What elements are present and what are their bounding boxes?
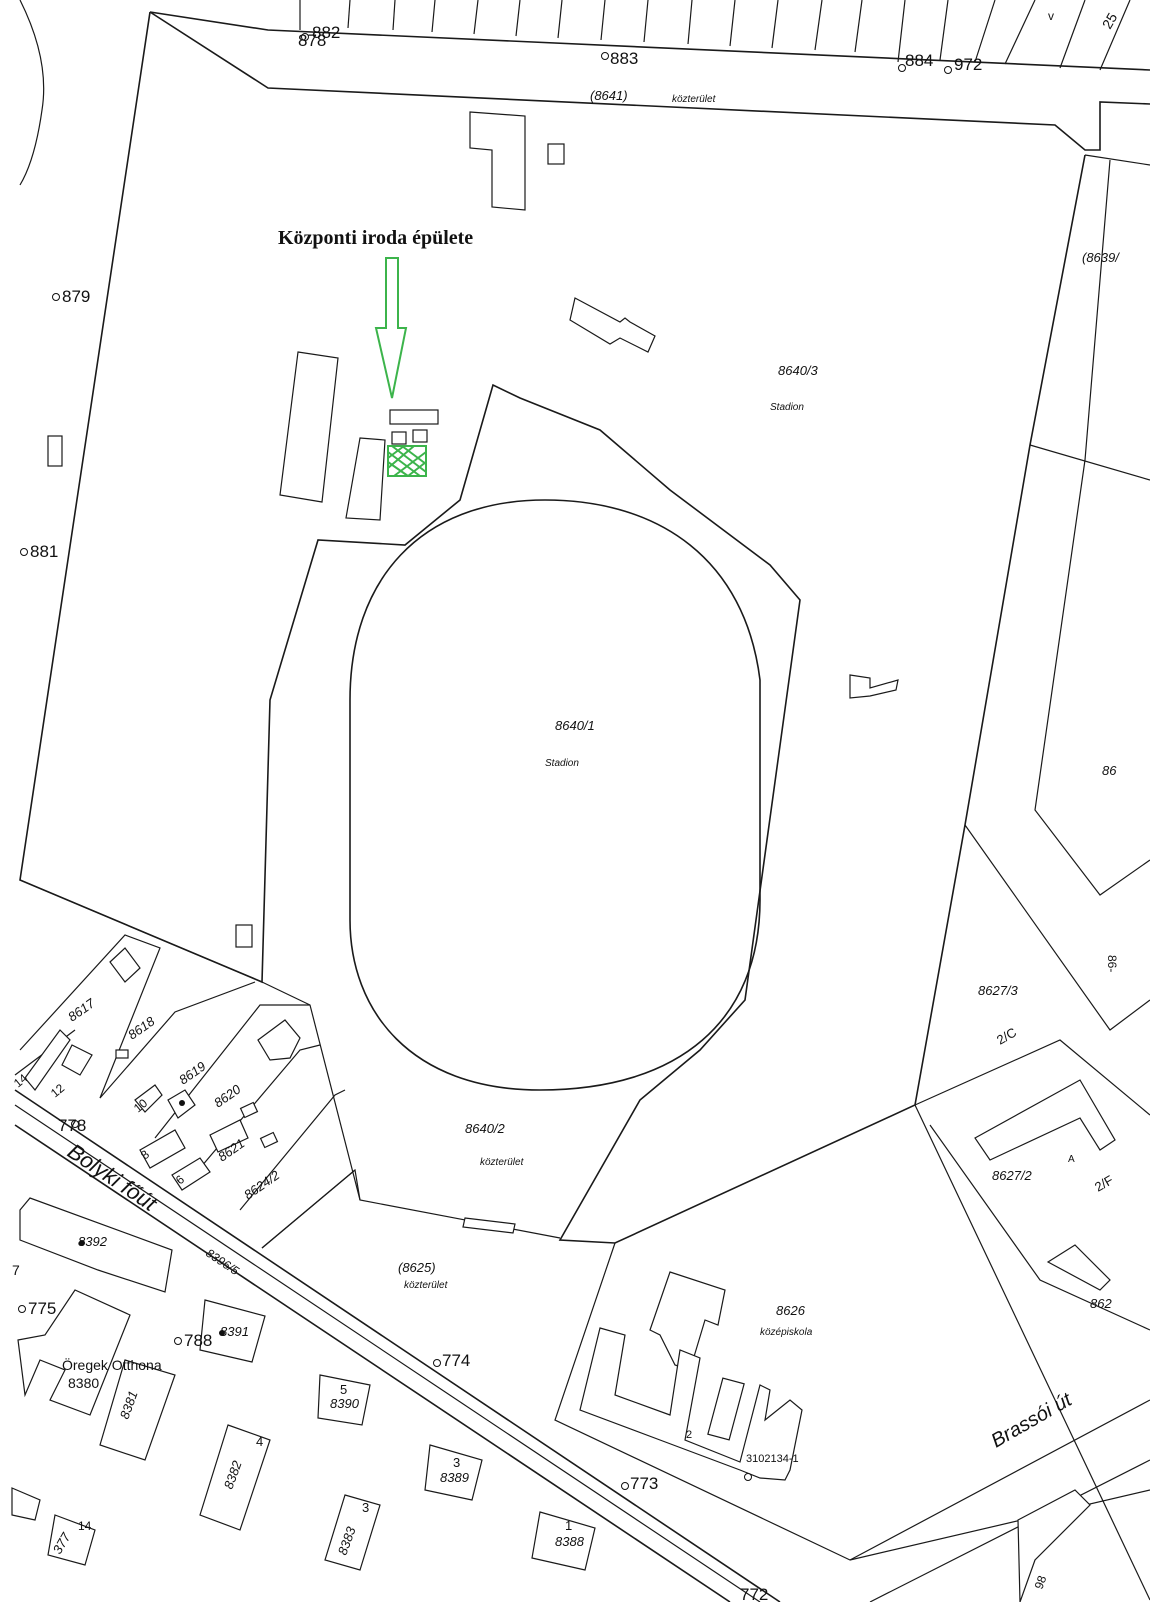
parcel-label: 8396/5 [203,1246,242,1278]
parcel-label: 8620 [211,1081,244,1110]
parcel-label: 8390 [330,1396,360,1411]
parcel-label: 1 [565,1518,572,1533]
survey-point-icon [52,293,60,301]
parcel-label: Öregek Otthona [62,1356,162,1373]
point-label: 881 [30,542,58,561]
survey-point-icon [18,1305,26,1313]
point-label: 878 [298,31,326,50]
parcel-label: 8640/1 [555,718,595,733]
parcel-label: 8627/2 [992,1168,1033,1183]
parcel-label: (8639/ [1082,250,1120,265]
parcel-use: közterület [672,94,717,105]
survey-point-icon [744,1473,752,1481]
buildings [11,111,1116,1602]
point-label: 778 [58,1116,86,1135]
parcel-use: Stadion [770,402,804,413]
parcel-label: 8618 [125,1013,158,1042]
parcel-label: 8389 [440,1470,469,1485]
point-label: v [1048,9,1054,23]
parcel-label: 8624/2 [241,1167,283,1203]
stadium-track [349,499,761,1091]
point-label: 788 [184,1331,212,1350]
parcel-label: 98 [1032,1573,1050,1591]
parcel-label: 8619 [176,1059,208,1088]
parcel-label: 8627/3 [978,983,1019,998]
parcel-label: 8640/2 [465,1121,506,1136]
parcel-use: középiskola [760,1327,813,1338]
parcel-label: A [1068,1154,1075,1165]
survey-point-icon [71,1120,79,1128]
point-label: 774 [442,1351,470,1370]
parcel-label: 3 [453,1455,460,1470]
point-label: 972 [954,55,982,74]
point-label: 883 [610,49,638,68]
parcel-label: 3102134-1 [746,1453,799,1465]
survey-point-icon [301,33,309,41]
survey-point-icon [621,1482,629,1490]
survey-points [18,33,952,1490]
parcel-label: 14 [78,1519,92,1533]
point-label: 882 [312,23,340,42]
map-title: Központi iroda épülete [278,227,473,249]
point-label: 772 [740,1585,768,1602]
point-label: 879 [62,287,90,306]
parcel-label: 8617 [65,995,98,1024]
survey-point-icon [601,52,609,60]
parcel-lines [14,0,1150,1602]
survey-point-icon [944,66,952,74]
point-label: 773 [630,1474,658,1493]
survey-point-icon [174,1337,182,1345]
street-label: Brassói út [988,1388,1077,1452]
parcel-label: 8392 [78,1234,108,1249]
parcel-label: 8391 [220,1324,249,1339]
survey-point-icon [898,64,906,72]
parcel-label: (8625) [398,1260,436,1275]
parcel-label: 86 [1102,763,1117,778]
parcel-label: 86- [1105,955,1119,972]
labels: Központi iroda épülete 878 882 883 884 9… [11,9,1121,1602]
parcel-use: közterület [404,1280,449,1291]
parcel-label: 8626 [776,1303,806,1318]
parcel-label: 8640/3 [778,363,819,378]
parcel-use: közterület [480,1157,525,1168]
survey-point-icon [433,1359,441,1367]
down-arrow-icon [374,257,408,399]
point-label: 775 [28,1299,56,1318]
point-label: 25 [1099,10,1121,32]
parcel-label: 8388 [555,1534,585,1549]
parcel-label: 8380 [68,1375,99,1391]
parcel-label: 2/C [994,1024,1019,1047]
parcel-label: 4 [256,1434,263,1449]
parcel-use: Stadion [545,758,579,769]
parcel-label: (8641) [590,88,628,103]
survey-point-icon [20,548,28,556]
parcel-label: 12 [48,1081,67,1101]
parcel-label: 2/F [1092,1172,1116,1194]
parcel-label: 2 [686,1429,692,1441]
parcel-label: 5 [340,1382,347,1397]
parcel-label: 7 [12,1262,20,1278]
point-label: 884 [905,51,933,70]
parcel-label: 862 [1090,1296,1112,1311]
parcel-label: 3 [362,1500,369,1515]
central-office-highlight [374,257,427,477]
